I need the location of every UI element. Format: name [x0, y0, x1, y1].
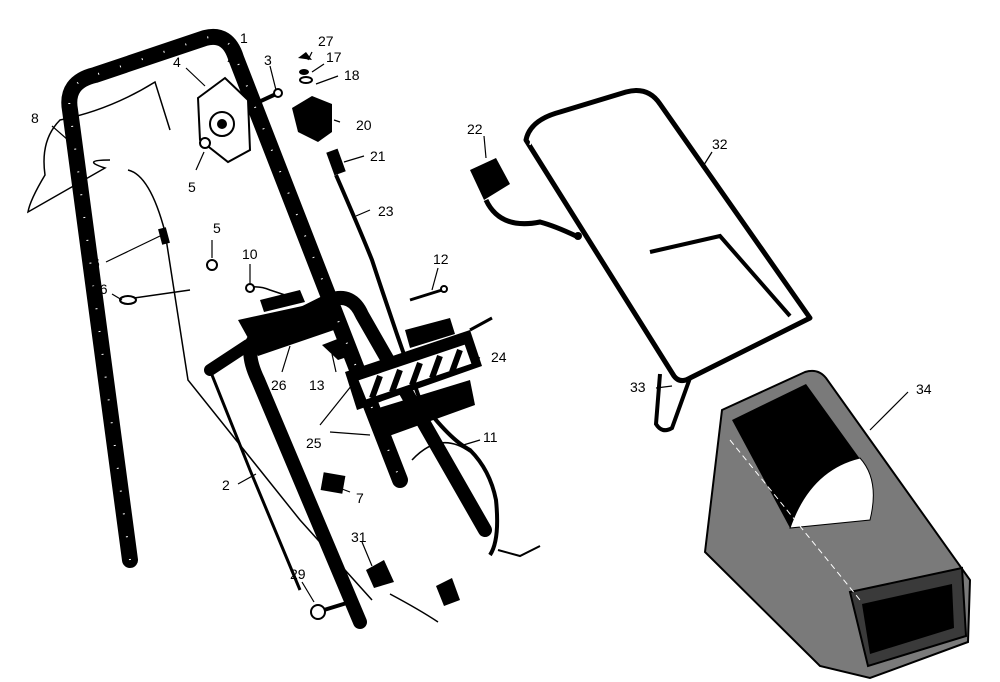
callout-32: 32 [712, 136, 728, 152]
callout-23: 23 [378, 203, 394, 219]
callout-12: 12 [433, 251, 449, 267]
callout-10: 10 [242, 246, 258, 262]
callout-33: 33 [630, 379, 646, 395]
wire-11 [411, 441, 471, 461]
callout-1: 1 [240, 30, 248, 46]
callout-18: 18 [344, 67, 360, 83]
switch-housing [292, 52, 332, 142]
callout-5b: 5 [213, 220, 221, 236]
battery-pack [345, 316, 493, 440]
cable-wire [26, 80, 171, 214]
callout-24: 24 [491, 349, 507, 365]
callout-17: 17 [326, 49, 342, 65]
callout-26: 26 [271, 377, 287, 393]
block-7 [320, 472, 346, 494]
callout-21: 21 [370, 148, 386, 164]
callout-8: 8 [31, 110, 39, 126]
callout-27: 27 [318, 33, 334, 49]
callout-7: 7 [356, 490, 364, 506]
callout-16: 16 [92, 281, 108, 297]
upper-handle [61, 29, 408, 568]
callout-25: 25 [306, 435, 322, 451]
callout-5a: 5 [188, 179, 196, 195]
callout-29: 29 [290, 566, 306, 582]
callout-31: 31 [351, 529, 367, 545]
bail-cable [127, 169, 373, 601]
grass-bag [703, 369, 972, 680]
callout-34: 34 [916, 381, 932, 397]
charger [470, 158, 582, 240]
bottom-hardware [310, 545, 541, 623]
callout-3: 3 [264, 52, 272, 68]
callout-4: 4 [173, 54, 181, 70]
bag-frame [523, 88, 813, 433]
nut-5 [206, 259, 218, 271]
callout-13: 13 [309, 377, 325, 393]
callout-11: 11 [483, 429, 498, 445]
callout-2: 2 [222, 477, 230, 493]
callout-6: 6 [92, 255, 100, 271]
callout-20: 20 [356, 117, 372, 133]
leader-lines [51, 43, 909, 603]
screw-3 [249, 92, 277, 108]
handle-bracket [238, 290, 334, 356]
callout-22: 22 [467, 121, 483, 137]
switch-box [196, 76, 252, 164]
clip-13 [322, 338, 356, 360]
bolt-12 [409, 288, 443, 302]
